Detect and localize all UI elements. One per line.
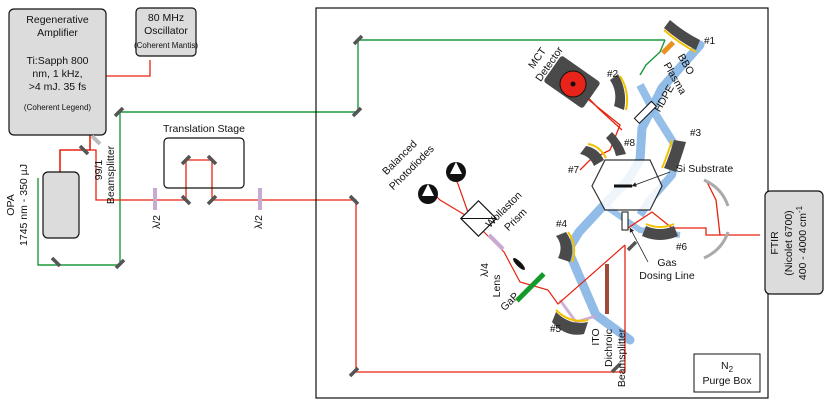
purge-box-label: N2 Purge Box <box>693 353 761 393</box>
opa-box: OPA 1745 nm - 350 µJ <box>5 164 80 246</box>
gap-crystal <box>515 272 546 303</box>
ito-label-1: ITO <box>590 328 602 345</box>
mirror-green-corner <box>114 258 126 270</box>
mirror-gas-line <box>626 240 638 252</box>
parabolic-mirror-1 <box>663 20 700 53</box>
green-beam-to-crystal <box>639 39 666 76</box>
gas-dosing-port <box>621 211 629 231</box>
half-wave-label-1: λ/2 <box>151 215 163 229</box>
parabolic-mirror-8 <box>606 132 626 156</box>
mirror-number-3: #3 <box>690 128 702 139</box>
red-beam-ftir <box>624 211 760 236</box>
mirror-stage-a <box>180 194 192 206</box>
amplifier-title-2: Amplifier <box>37 27 78 39</box>
mirror-stage-c <box>206 154 218 166</box>
hdpe-window <box>633 100 658 125</box>
oscillator-model: (Coherent Mantis) <box>134 41 198 50</box>
ftir-collection-mirrors <box>703 178 730 260</box>
translation-stage-label: Translation Stage <box>163 123 245 135</box>
red-beam-amp-to-osc <box>106 60 151 77</box>
mirror-ftir-out <box>610 362 622 374</box>
oscillator-line-1: 80 MHz <box>148 12 184 24</box>
red-beam-ftir-arc <box>705 179 721 236</box>
ito-dichroic <box>605 264 609 314</box>
mirror-number-5: #5 <box>550 324 562 335</box>
amplifier-spec-1: Ti:Sapph 800 <box>26 55 88 67</box>
mirror-number-6: #6 <box>676 242 688 253</box>
mirror-number-7: #7 <box>568 165 580 176</box>
probe-to-gap <box>558 299 597 324</box>
mirror-number-1: #1 <box>704 36 716 47</box>
amplifier-box: Regenerative Amplifier Ti:Sapph 800 nm, … <box>8 8 107 136</box>
oscillator-box: 80 MHz Oscillator (Coherent Mantis) <box>134 7 198 57</box>
ftir-line-1: FTIR <box>769 231 781 255</box>
opa-line-2: 1745 nm - 350 µJ <box>18 164 30 246</box>
parabolic-mirror-5 <box>552 309 589 335</box>
parabolic-mirror-6 <box>642 223 678 240</box>
purge-box-line-1: N2 <box>721 360 734 374</box>
balanced-photodiodes <box>418 162 466 204</box>
si-substrate-label: Si Substrate <box>676 163 733 175</box>
opa-line-1: OPA <box>5 194 17 215</box>
beamsplitter-ratio-label: 99/1 <box>93 160 105 181</box>
mirror-opa-top <box>113 106 125 118</box>
bbo-crystal <box>660 40 676 55</box>
beamsplitter-label: Beamsplitter <box>105 145 117 204</box>
oscillator-line-2: Oscillator <box>144 25 188 37</box>
mirror-number-8: #8 <box>624 138 636 149</box>
parabolic-mirror-7 <box>580 143 607 166</box>
parabolic-mirror-4 <box>556 231 576 263</box>
amplifier-model: (Coherent Legend) <box>24 103 91 112</box>
quarter-wave-label: λ/4 <box>479 263 491 277</box>
purge-box-line-2: Purge Box <box>702 375 752 387</box>
half-wave-plate-1 <box>153 188 157 210</box>
mct-detector <box>544 56 600 108</box>
sample-cell <box>591 159 671 263</box>
half-wave-plate-2 <box>258 188 262 210</box>
half-wave-label-2: λ/2 <box>253 215 265 229</box>
mirror-number-2: #2 <box>607 69 619 80</box>
mirror-green-top <box>352 34 364 46</box>
lens-label: Lens <box>491 275 503 298</box>
ftir-line-3: 400 - 4000 cm-1 <box>795 205 809 280</box>
beamsplitter-99-1 <box>90 134 102 146</box>
mirror-red-lower <box>348 366 360 378</box>
ito-label-2: Dichroic <box>603 329 615 367</box>
mirror-stage-b <box>180 154 192 166</box>
amplifier-spec-2: nm, 1 kHz, <box>32 68 82 80</box>
parabolic-mirror-2 <box>610 74 629 111</box>
mirror-number-4: #4 <box>556 219 568 230</box>
translation-stage: Translation Stage <box>163 123 245 189</box>
ftir-box: FTIR (Nicolet 6700) 400 - 4000 cm-1 <box>764 190 824 295</box>
mirror-green-return <box>351 106 363 118</box>
gas-label-2: Dosing Line <box>639 270 695 282</box>
ftir-line-2: (Nicolet 6700) <box>783 210 795 275</box>
ito-label-3: Beamsplitter <box>616 328 628 387</box>
lens <box>513 258 525 270</box>
mirror-stage-d <box>206 194 218 206</box>
parabolic-mirrors <box>552 20 730 335</box>
parabolic-mirror-3 <box>661 139 686 172</box>
quarter-wave-plate <box>487 233 505 251</box>
wollaston-prism <box>459 199 498 238</box>
red-beam-amp-down <box>59 134 91 178</box>
gas-label-1: Gas <box>657 257 676 269</box>
amplifier-spec-3: >4 mJ. 35 fs <box>29 81 86 93</box>
mirror-amp-out <box>78 144 90 156</box>
mirror-red-upper <box>348 194 360 206</box>
mirror-opa-bottom <box>50 256 62 268</box>
flat-mirrors <box>50 34 638 378</box>
amplifier-title-1: Regenerative <box>26 14 89 26</box>
red-beam-main <box>90 149 626 373</box>
